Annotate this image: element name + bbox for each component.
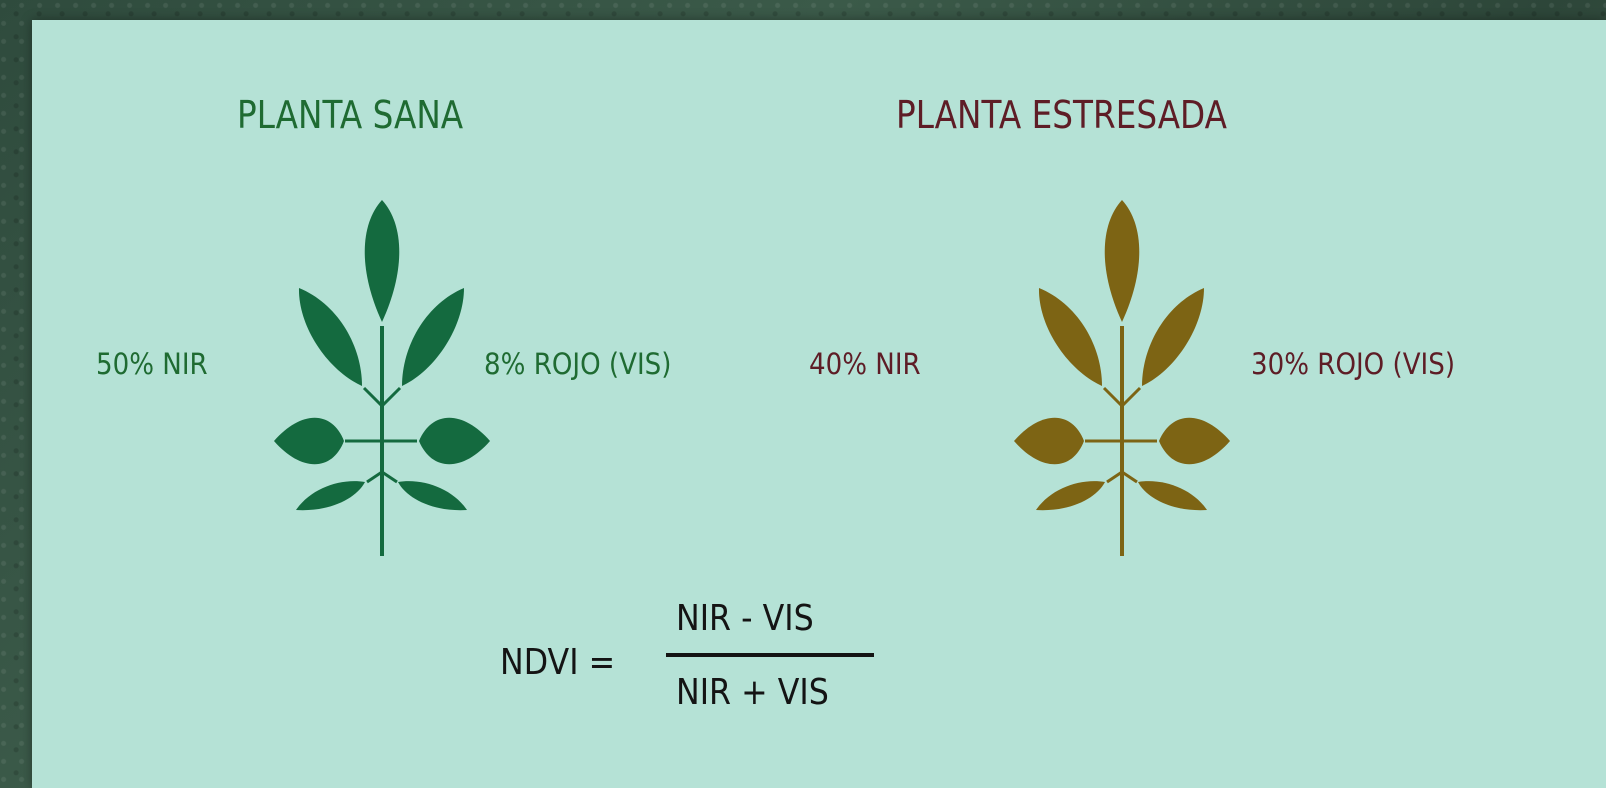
formula-numerator: NIR - VIS	[676, 598, 814, 639]
ndvi-formula: NDVI = NIR - VIS NIR + VIS	[500, 598, 900, 748]
stressed-plant-icon	[1014, 200, 1230, 556]
formula-denominator: NIR + VIS	[676, 672, 829, 713]
stressed-plant-title: PLANTA ESTRESADA	[896, 93, 1228, 137]
healthy-nir-label: 50% NIR	[96, 347, 208, 381]
diagram-panel: PLANTA SANA PLANTA ESTRESADA 50% NIR 8% …	[32, 20, 1606, 788]
formula-lhs: NDVI =	[500, 642, 616, 683]
stressed-red-label: 30% ROJO (VIS)	[1251, 347, 1456, 381]
healthy-red-label: 8% ROJO (VIS)	[484, 347, 672, 381]
fraction-bar	[666, 653, 874, 657]
healthy-plant-title: PLANTA SANA	[237, 93, 464, 137]
stressed-nir-label: 40% NIR	[809, 347, 921, 381]
healthy-plant-icon	[274, 200, 490, 556]
